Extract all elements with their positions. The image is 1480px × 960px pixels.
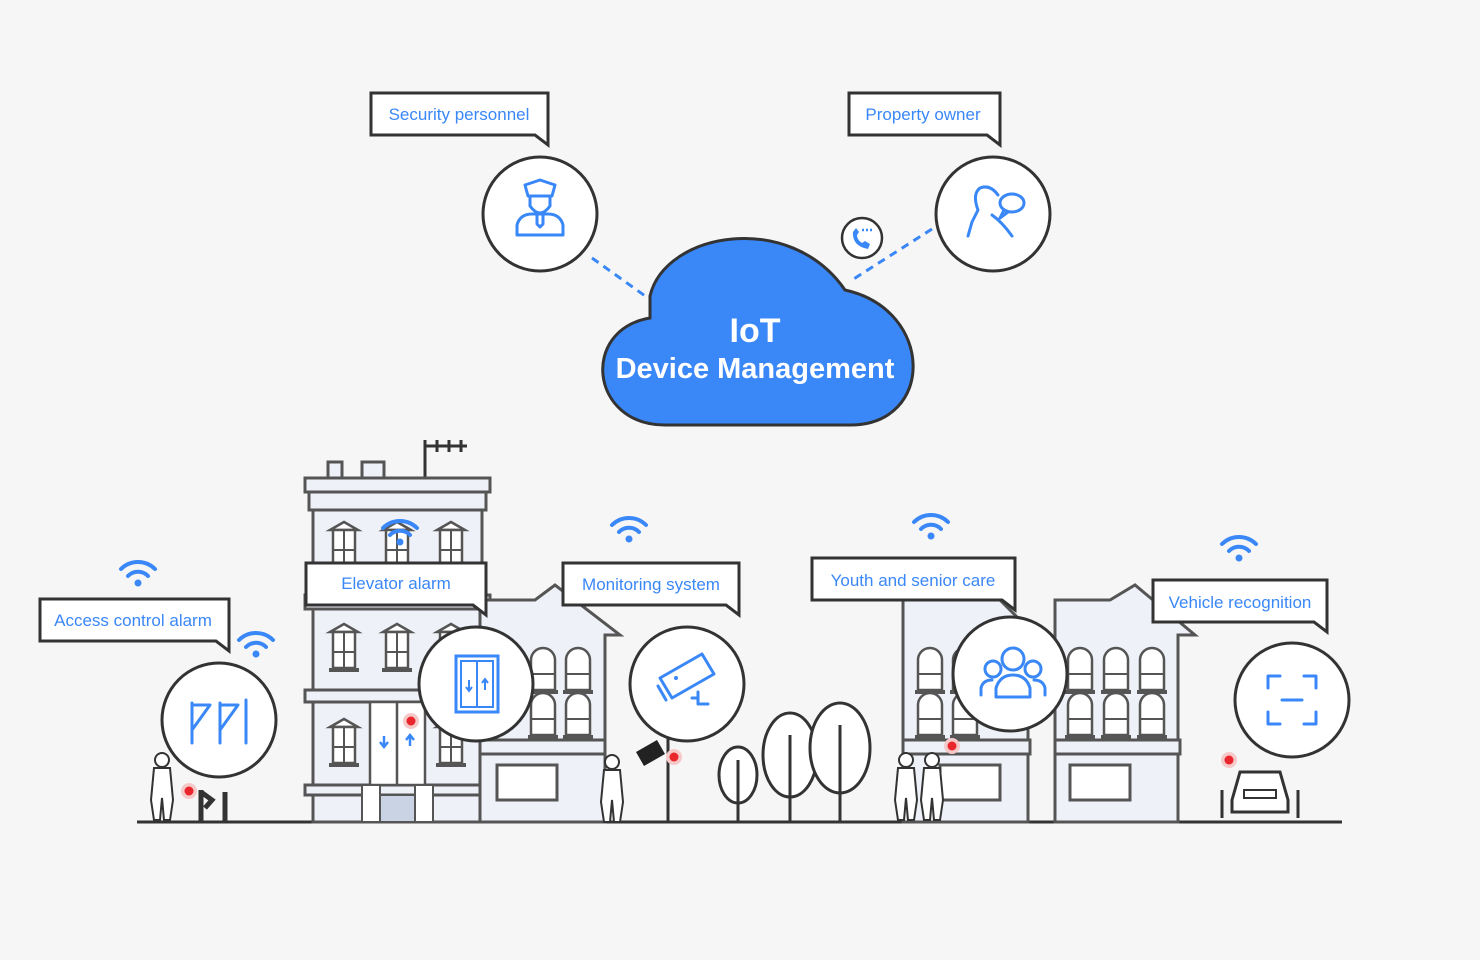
window (1135, 691, 1169, 739)
elevator-node[interactable] (417, 625, 535, 743)
callout-vehicle-recognition: Vehicle recognition (1151, 578, 1329, 636)
label-property-owner: Property owner (865, 105, 981, 124)
window (913, 691, 947, 739)
cctv-camera-pole (636, 738, 670, 822)
scan-frame-icon (1266, 674, 1318, 726)
group-people-icon (979, 646, 1047, 699)
label-youth-senior-care: Youth and senior care (831, 571, 996, 590)
owner-link (851, 227, 933, 282)
callout-youth-senior-care: Youth and senior care (810, 556, 1017, 614)
label-monitoring-system: Monitoring system (582, 575, 720, 594)
label-vehicle-recognition: Vehicle recognition (1169, 593, 1312, 612)
turnstile-device (198, 789, 228, 822)
wifi-icon (237, 630, 275, 660)
callout-security-personnel: Security personnel (369, 91, 550, 149)
window (561, 691, 595, 739)
window (561, 646, 595, 694)
window (327, 717, 361, 767)
callout-property-owner: Property owner (847, 91, 1002, 149)
window (1063, 691, 1097, 739)
person-speech-icon (966, 185, 1026, 238)
trees (717, 701, 872, 822)
wifi-icon (119, 559, 157, 589)
label-elevator-alarm: Elevator alarm (341, 574, 451, 593)
label-security-personnel: Security personnel (389, 105, 530, 124)
security-guard-icon (515, 178, 565, 237)
vehicle-recognition-node[interactable] (1233, 641, 1351, 759)
callout-access-control-alarm: Access control alarm (38, 597, 231, 655)
callout-elevator-alarm: Elevator alarm (304, 561, 488, 619)
cctv-camera-icon (656, 652, 716, 706)
label-access-control-alarm: Access control alarm (54, 611, 212, 630)
house-right-2 (1053, 583, 1200, 824)
parked-car (1220, 770, 1300, 818)
window (1099, 691, 1133, 739)
window (327, 520, 361, 570)
access-control-node[interactable] (160, 661, 278, 779)
youth-senior-care-node[interactable] (951, 615, 1069, 733)
wifi-icon (610, 515, 648, 545)
window (1099, 646, 1133, 694)
window (1063, 646, 1097, 694)
window (913, 646, 947, 694)
phone-call-icon (840, 216, 884, 260)
monitoring-system-node[interactable] (628, 625, 746, 743)
elevator-icon (454, 654, 500, 714)
person-figure (150, 752, 174, 821)
window (327, 622, 361, 672)
window (434, 520, 468, 570)
security-personnel-node[interactable] (481, 155, 599, 273)
wifi-icon (912, 512, 950, 542)
turnstile-gate-icon (190, 698, 248, 745)
cloud-title: IoT (730, 312, 781, 350)
window (526, 691, 560, 739)
alert-dots (181, 713, 1237, 799)
callout-monitoring-system: Monitoring system (561, 561, 741, 619)
iot-cloud[interactable]: IoT Device Management (601, 237, 915, 427)
cloud-subtitle: Device Management (616, 353, 895, 385)
property-owner-node[interactable] (934, 155, 1052, 273)
window (380, 622, 414, 672)
wifi-icon (1220, 534, 1258, 564)
window (1135, 646, 1169, 694)
window (380, 520, 414, 570)
security-link (591, 256, 649, 300)
